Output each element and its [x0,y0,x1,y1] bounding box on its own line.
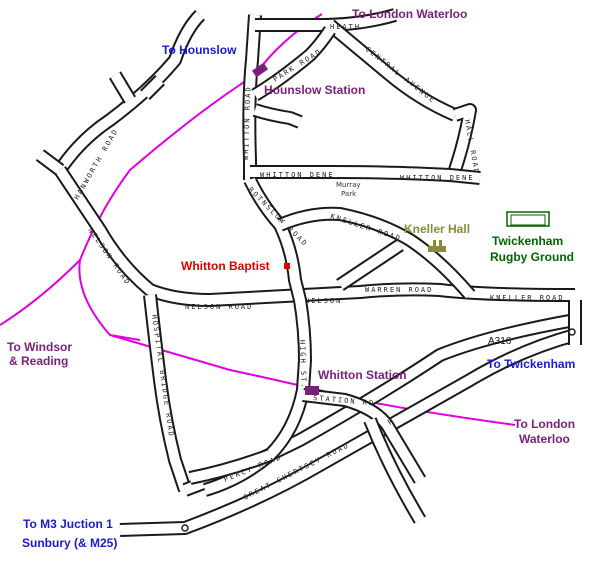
label-whitton-station: Whitton Station [318,368,407,382]
roundabout-west [181,524,189,532]
roundabout-east [568,328,576,336]
road-label-a316-road: R [386,416,396,426]
road-label-warren-road: WARREN ROAD [365,286,433,294]
hounslow-station-marker [251,62,269,78]
whitton-baptist-marker [284,263,290,269]
label-hounslow-station: Hounslow Station [264,83,366,97]
label-whitton-baptist: Whitton Baptist [181,259,270,273]
label-rugby-ground-1: Twickenham [492,234,564,248]
label-kneller-hall: Kneller Hall [404,222,471,236]
road-number-a316: A316 [488,336,512,347]
area-label-murray-park-2: Park [341,190,357,198]
railway-windsor-line [0,259,81,326]
whitton-station-marker [305,386,319,395]
destination-m3-2: Sunbury (& M25) [22,536,118,550]
destination-london-waterloo-bottom-1: To London [514,417,576,431]
area-label-murray-park-1: Murray [336,181,361,189]
road-label-whitton-dene-east: WHITTON DENE [400,174,475,182]
road-label-central-avenue: CENTRAL AVENUE [364,45,437,105]
road-label-kneller-road-east: KNELLER ROAD [490,294,565,302]
road-label-high-st: HIGH ST. [298,340,308,390]
destination-london-waterloo-bottom-2: Waterloo [519,432,570,446]
road-label-nelson-road-mid: NELSON ROAD [185,303,253,311]
destination-windsor-2: & Reading [9,354,69,368]
road-label-nelson-road-east: NELSON [305,297,342,305]
kneller-hall-icon [428,240,446,252]
destination-hounslow: To Hounslow [162,43,237,57]
roads [35,8,582,537]
road-label-heath: HEATH [330,23,361,31]
railway-hounslow-branch [78,13,323,341]
label-rugby-ground-2: Rugby Ground [490,250,574,264]
road-label-park-road: PARK ROAD [272,47,324,83]
destination-m3-1: To M3 Juction 1 [23,517,113,531]
road-label-whitton-road: WHITTON ROAD [242,85,253,160]
destination-twickenham: To Twickenham [487,357,576,371]
destination-windsor-1: To Windsor [7,340,72,354]
rugby-ground-icon [506,211,550,227]
destination-london-waterloo-top: To London Waterloo [352,7,468,21]
road-label-whitton-dene: WHITTON DENE [260,171,335,179]
